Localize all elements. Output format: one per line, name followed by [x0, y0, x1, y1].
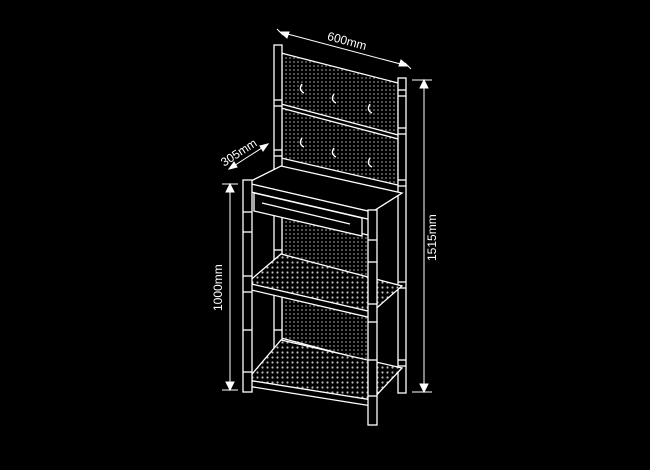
rear-right-post — [397, 77, 407, 394]
drawer — [253, 192, 363, 237]
total-height-label: 1515mm — [425, 214, 439, 261]
width-dimension — [276, 28, 412, 70]
pegboard-hooks — [299, 83, 373, 168]
front-right-post — [367, 209, 378, 426]
depth-dimension — [227, 143, 270, 170]
total-height-dimension — [412, 78, 432, 394]
depth-label: 305mm — [218, 136, 259, 170]
work-height-label: 1000mm — [211, 264, 225, 311]
bottom-shelf — [245, 339, 404, 407]
work-height-dimension — [222, 182, 238, 392]
front-left-post — [242, 179, 253, 393]
shelf-frame — [242, 44, 407, 426]
worktop — [245, 165, 404, 221]
dimension-lines — [222, 28, 432, 394]
